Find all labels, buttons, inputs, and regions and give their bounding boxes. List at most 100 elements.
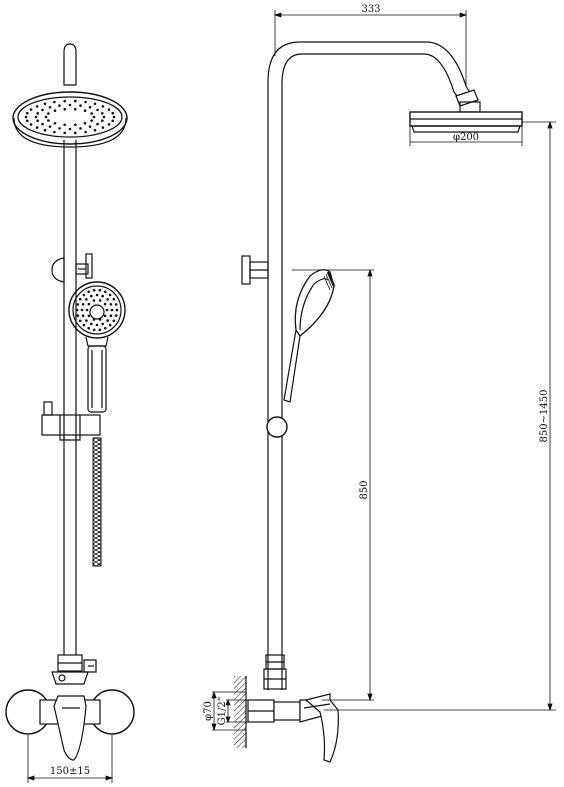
nozzle-dot: [84, 100, 87, 104]
nozzle-dot: [101, 112, 104, 115]
front-riser-connector: [51, 654, 97, 685]
nozzle-dot: [101, 119, 104, 122]
front-overhead-head: [12, 91, 128, 148]
nozzle-dot: [103, 302, 107, 306]
nozzle-dot: [109, 303, 113, 306]
nozzle-dot: [68, 127, 72, 131]
nozzle-dot: [41, 122, 44, 126]
arm-reach-dimension: [273, 10, 468, 86]
nozzle-dot: [88, 106, 92, 109]
nozzle-dot: [34, 115, 38, 119]
front-mixer: [5, 689, 135, 761]
nozzle-dot: [76, 314, 80, 317]
side-slide-holder: [266, 416, 288, 438]
holder-height-label: 850: [359, 480, 370, 499]
total-height-label: 850~1450: [539, 390, 550, 443]
nozzle-dot: [63, 131, 66, 135]
nozzle-dot: [112, 319, 116, 323]
nozzle-dot: [106, 298, 109, 301]
nozzle-dot: [110, 308, 114, 312]
nozzle-dot: [41, 108, 44, 112]
front-view: [5, 43, 135, 783]
nozzle-dot: [63, 99, 66, 103]
nozzle-dot: [93, 128, 97, 132]
nozzle-dot: [92, 318, 96, 321]
nozzle-dot: [102, 115, 106, 119]
nozzle-dot: [36, 112, 39, 115]
thread-label: G1/2": [217, 697, 228, 726]
nozzle-dot: [88, 125, 92, 128]
nozzle-dot: [111, 111, 114, 115]
nozzle-dot: [29, 123, 33, 126]
nozzle-dot: [87, 326, 90, 330]
nozzle-dot: [47, 112, 50, 115]
nozzle-dot: [75, 308, 79, 312]
nozzle-dot: [81, 303, 85, 306]
nozzle-dot: [112, 297, 116, 301]
side-diverter: [241, 255, 269, 285]
nozzle-dot: [107, 123, 111, 126]
nozzle-dot: [48, 125, 52, 128]
nozzle-dot: [106, 319, 109, 322]
flange-diameter-label: φ70: [203, 701, 214, 721]
nozzle-dot: [87, 314, 91, 318]
nozzle-dot: [114, 303, 118, 306]
nozzle-dot: [109, 314, 113, 318]
nozzle-dot: [81, 314, 85, 318]
nozzle-dot: [74, 99, 77, 103]
nozzle-dot: [79, 127, 82, 130]
nozzle-dot: [82, 293, 86, 297]
nozzle-dot: [29, 108, 33, 111]
nozzle-dot: [90, 119, 93, 122]
nozzle-dot: [83, 109, 87, 112]
nozzle-dot: [114, 314, 118, 317]
side-mixer: [247, 693, 339, 763]
nozzle-dot: [35, 126, 39, 129]
holder-height-dimension: [292, 268, 374, 702]
nozzle-dot: [107, 108, 111, 111]
side-riser-arm-outer: [267, 41, 473, 690]
nozzle-dot: [104, 290, 107, 294]
nozzle-dot: [95, 323, 99, 327]
nozzle-dot: [36, 119, 39, 122]
nozzle-dot: [85, 298, 88, 301]
arm-reach-label: 333: [361, 4, 380, 15]
nozzle-dot: [43, 128, 47, 132]
nozzle-dot: [108, 293, 112, 297]
nozzle-dot: [84, 130, 87, 134]
nozzle-dot: [53, 130, 56, 134]
nozzle-dot: [103, 314, 107, 318]
side-overhead-head: [409, 111, 523, 146]
nozzle-dot: [92, 328, 96, 332]
nozzle-dot: [115, 308, 119, 312]
nozzle-dot: [92, 288, 96, 292]
nozzle-dot: [95, 293, 99, 297]
front-diverter: [51, 253, 93, 283]
nozzle-dot: [92, 115, 96, 119]
nozzle-dot: [80, 308, 84, 312]
front-hose: [92, 437, 102, 567]
nozzle-dot: [44, 115, 48, 119]
nozzle-dot: [78, 297, 82, 301]
side-riser-arm-inner: [281, 53, 461, 690]
front-centers-dimension: [26, 735, 114, 783]
nozzle-dot: [98, 318, 102, 321]
nozzle-dot: [78, 319, 82, 323]
nozzle-dot: [87, 290, 90, 294]
nozzle-dot: [43, 102, 47, 106]
nozzle-dot: [90, 294, 93, 298]
nozzle-dot: [58, 127, 61, 130]
front-riser-top: [63, 43, 77, 86]
front-slide-holder: [41, 401, 101, 441]
nozzle-dot: [98, 299, 102, 302]
nozzle-dot: [90, 322, 93, 326]
nozzle-dot: [105, 308, 109, 312]
nozzle-dot: [83, 122, 87, 125]
nozzle-dot: [24, 115, 28, 119]
nozzle-dot: [101, 294, 104, 298]
nozzle-dot: [96, 122, 99, 126]
nozzle-dot: [74, 123, 77, 127]
head-diameter-label: φ200: [453, 132, 479, 143]
nozzle-dot: [58, 104, 61, 107]
